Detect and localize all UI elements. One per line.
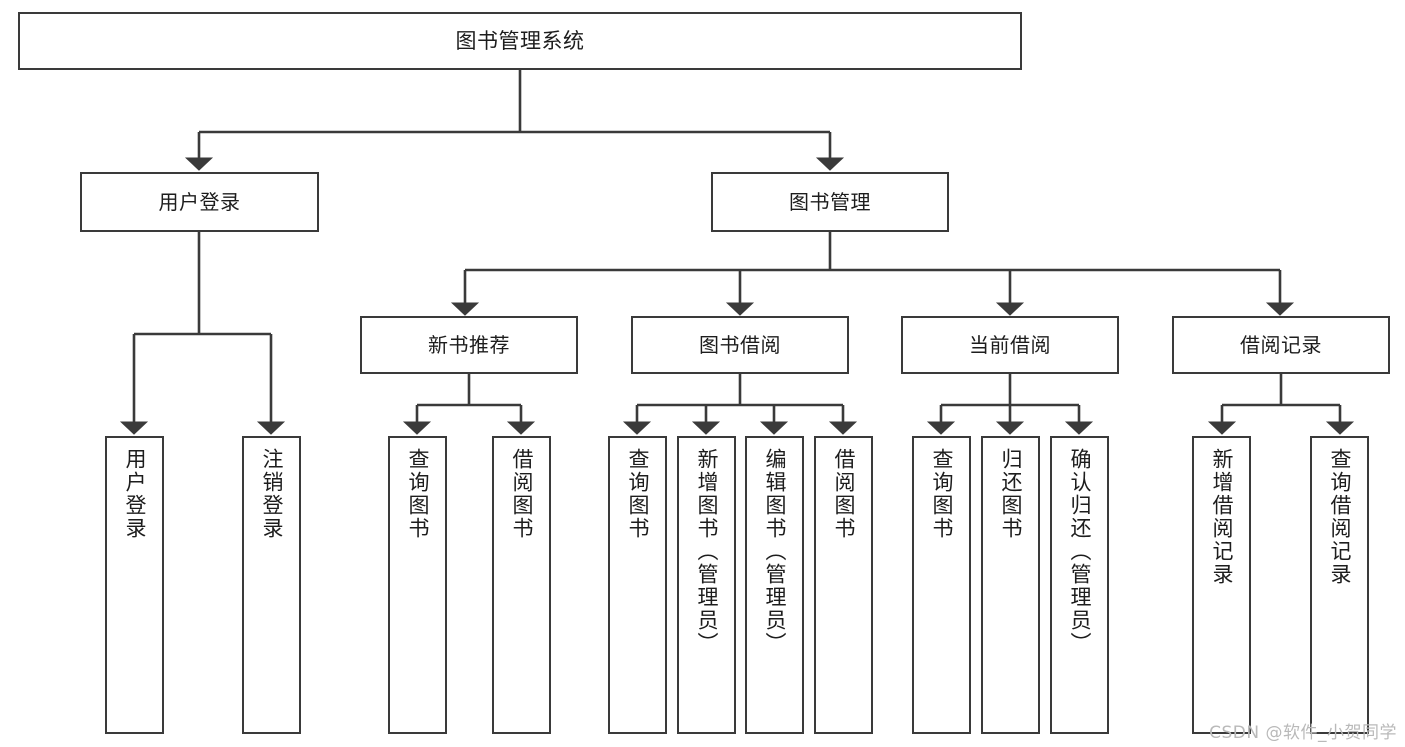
leaf-add-book-admin-label: 新增图书（管理员） bbox=[695, 448, 719, 655]
node-root-label: 图书管理系统 bbox=[455, 28, 585, 53]
leaf-return-book[interactable]: 归还图书 bbox=[981, 436, 1040, 734]
node-new-book-recommendation-label: 新书推荐 bbox=[428, 332, 510, 357]
node-book-borrowing-label: 图书借阅 bbox=[699, 332, 781, 357]
leaf-add-borrowing-record[interactable]: 新增借阅记录 bbox=[1192, 436, 1251, 734]
leaf-query-book-borrowing[interactable]: 查询图书 bbox=[608, 436, 667, 734]
leaf-query-borrowing-record-label: 查询借阅记录 bbox=[1328, 448, 1352, 586]
node-book-management[interactable]: 图书管理 bbox=[711, 172, 949, 232]
leaf-borrow-book-recommendation-label: 借阅图书 bbox=[510, 448, 534, 540]
leaf-query-book-borrowing-label: 查询图书 bbox=[626, 448, 650, 540]
leaf-query-book-recommendation-label: 查询图书 bbox=[406, 448, 430, 540]
leaf-return-book-label: 归还图书 bbox=[999, 448, 1023, 540]
leaf-borrow-book-borrowing-label: 借阅图书 bbox=[832, 448, 856, 540]
node-book-borrowing[interactable]: 图书借阅 bbox=[631, 316, 849, 374]
leaf-query-borrowing-record[interactable]: 查询借阅记录 bbox=[1310, 436, 1369, 734]
node-current-borrowing-label: 当前借阅 bbox=[969, 332, 1051, 357]
leaf-confirm-return-admin-label: 确认归还（管理员） bbox=[1068, 448, 1092, 655]
leaf-edit-book-admin-label: 编辑图书（管理员） bbox=[763, 448, 787, 655]
leaf-add-borrowing-record-label: 新增借阅记录 bbox=[1210, 448, 1234, 586]
node-user-login-label: 用户登录 bbox=[158, 189, 241, 214]
leaf-user-login-label: 用户登录 bbox=[123, 448, 147, 540]
leaf-query-book-recommendation[interactable]: 查询图书 bbox=[388, 436, 447, 734]
csdn-watermark: CSDN @软件_小贺同学 bbox=[1209, 723, 1397, 743]
leaf-add-book-admin[interactable]: 新增图书（管理员） bbox=[677, 436, 736, 734]
leaf-confirm-return-admin[interactable]: 确认归还（管理员） bbox=[1050, 436, 1109, 734]
leaf-edit-book-admin[interactable]: 编辑图书（管理员） bbox=[745, 436, 804, 734]
leaf-logout-login[interactable]: 注销登录 bbox=[242, 436, 301, 734]
node-current-borrowing[interactable]: 当前借阅 bbox=[901, 316, 1119, 374]
node-user-login[interactable]: 用户登录 bbox=[80, 172, 319, 232]
leaf-logout-login-label: 注销登录 bbox=[260, 448, 284, 540]
node-book-management-label: 图书管理 bbox=[789, 189, 871, 214]
leaf-user-login[interactable]: 用户登录 bbox=[105, 436, 164, 734]
node-borrowing-record[interactable]: 借阅记录 bbox=[1172, 316, 1390, 374]
leaf-borrow-book-borrowing[interactable]: 借阅图书 bbox=[814, 436, 873, 734]
node-borrowing-record-label: 借阅记录 bbox=[1240, 332, 1322, 357]
node-new-book-recommendation[interactable]: 新书推荐 bbox=[360, 316, 578, 374]
leaf-query-book-current-label: 查询图书 bbox=[930, 448, 954, 540]
node-root[interactable]: 图书管理系统 bbox=[18, 12, 1022, 70]
leaf-borrow-book-recommendation[interactable]: 借阅图书 bbox=[492, 436, 551, 734]
leaf-query-book-current[interactable]: 查询图书 bbox=[912, 436, 971, 734]
